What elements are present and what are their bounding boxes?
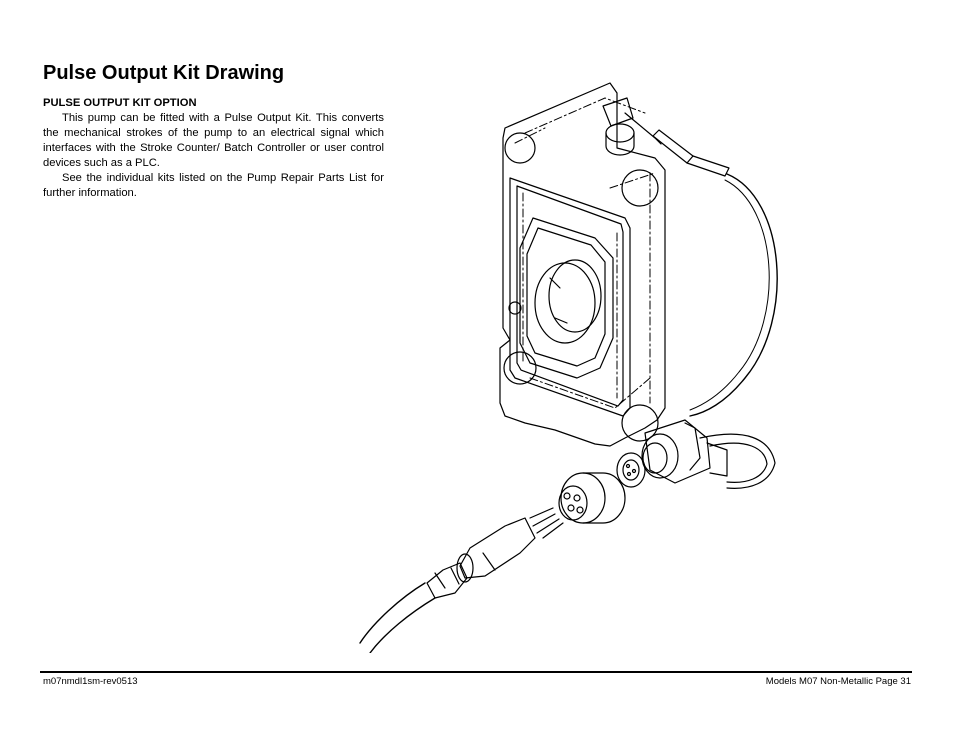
pulse-output-kit-drawing: [359, 82, 778, 653]
output-cable: [359, 582, 426, 644]
footer-doc-code: m07nmdl1sm-rev0513: [43, 676, 138, 687]
footer-rule: [40, 671, 912, 673]
lower-connector-assembly: [641, 419, 776, 489]
hidden-line-bottom: [529, 377, 651, 409]
output-cable-inner: [369, 597, 436, 653]
hidden-line-mid: [609, 172, 656, 189]
section-heading: PULSE OUTPUT KIT OPTION: [43, 97, 197, 109]
pump-body-outline: [499, 82, 666, 447]
pulse-output-kit-section: PULSE OUTPUT KIT OPTION This pump can be…: [43, 96, 384, 201]
corner-bosses: [503, 132, 659, 442]
hidden-line-top-2: [514, 127, 546, 144]
hidden-line-top: [524, 97, 646, 134]
cable-sleeve: [456, 517, 536, 583]
upper-cable-fitting: [652, 129, 730, 177]
footer-page-label: Models M07 Non-Metallic Page 31: [765, 676, 911, 687]
paragraph-intro: This pump can be fitted with a Pulse Out…: [43, 112, 384, 169]
hex-nut: [426, 562, 468, 599]
page-title: Pulse Output Kit Drawing: [43, 62, 285, 84]
center-cylinder-front: [534, 262, 596, 344]
top-sensor-port: [602, 97, 662, 156]
paragraph-kits: See the individual kits listed on the Pu…: [43, 172, 384, 199]
diaphragm-window-inner: [526, 227, 606, 367]
pump-front-plate: [509, 177, 631, 417]
center-cylinder-detail: [549, 277, 568, 324]
cable-loop-inner: [689, 179, 770, 411]
round-receptacle: [616, 452, 646, 488]
diaphragm-window: [519, 217, 614, 379]
plug-connector: [529, 472, 626, 539]
center-cylinder-back: [548, 259, 602, 333]
cable-loop: [689, 173, 778, 417]
